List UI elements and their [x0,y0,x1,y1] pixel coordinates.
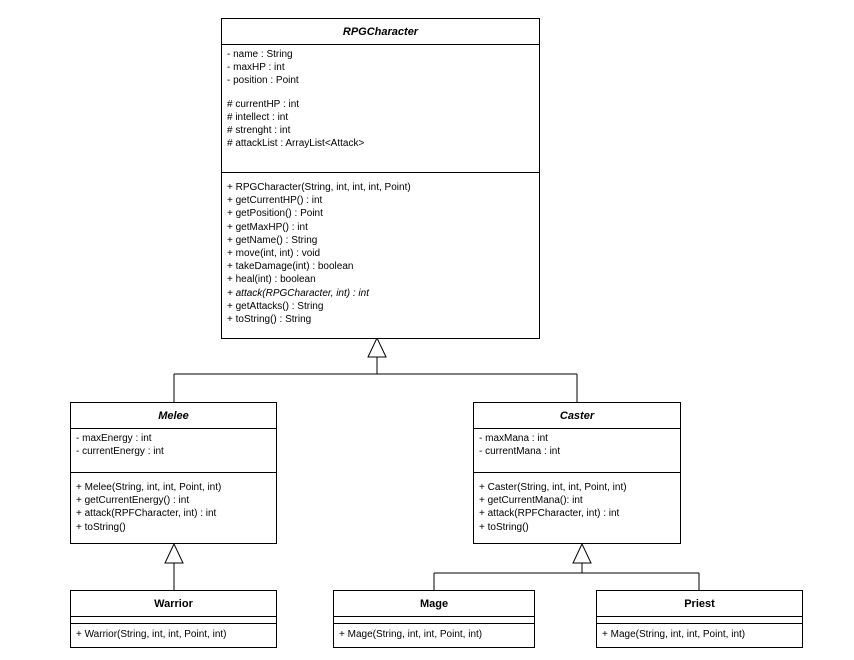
class-name-rpgcharacter: RPGCharacter [222,19,539,45]
melee-generalization-arrowhead [164,542,184,564]
caster-methods: + Caster(String, int, int, Point, int) +… [474,473,680,537]
attribute: # attackList : ArrayList<Attack> [227,138,365,150]
method: + getCurrentHP() : int [227,195,323,207]
abstract-method: + attack(RPGCharacter, int) : int [227,287,369,299]
method: + heal(int) : boolean [227,274,316,286]
method: + takeDamage(int) : boolean [227,261,354,273]
method: + Warrior(String, int, int, Point, int) [76,629,227,640]
method: + toString() [479,521,529,533]
warrior-attributes [71,617,276,624]
method: + getCurrentEnergy() : int [76,495,190,507]
method: + move(int, int) : void [227,248,321,260]
attribute: - name : String [227,49,293,60]
class-name-priest: Priest [597,591,802,617]
attribute: # intellect : int [227,111,289,123]
priest-attributes [597,617,802,624]
attribute: # currentHP : int [227,98,300,110]
method: + attack(RPFCharacter, int) : int [76,508,217,520]
method: + getCurrentMana(): int [479,495,583,507]
method: + getAttacks() : String [227,300,324,312]
melee-attributes: - maxEnergy : int - currentEnergy : int [71,429,276,473]
melee-methods: + Melee(String, int, int, Point, int) + … [71,473,276,537]
attribute: - currentMana : int [479,446,561,458]
class-warrior[interactable]: Warrior + Warrior(String, int, int, Poin… [70,590,277,648]
class-caster[interactable]: Caster - maxMana : int - currentMana : i… [473,402,681,544]
class-name-warrior: Warrior [71,591,276,617]
priest-methods: + Mage(String, int, int, Point, int) [597,624,802,644]
caster-attributes: - maxMana : int - currentMana : int [474,429,680,473]
attribute: - maxMana : int [479,433,548,444]
method: + getPosition() : Point [227,208,323,220]
caster-generalization-arrowhead [572,542,592,564]
class-mage[interactable]: Mage + Mage(String, int, int, Point, int… [333,590,535,648]
method: + Melee(String, int, int, Point, int) [76,482,222,493]
mage-attributes [334,617,534,624]
mage-methods: + Mage(String, int, int, Point, int) [334,624,534,644]
class-rpgcharacter[interactable]: RPGCharacter - name : String - maxHP : i… [221,18,540,339]
class-name-caster: Caster [474,403,680,429]
attribute: - maxHP : int [227,62,285,74]
rpgcharacter-attributes: - name : String - maxHP : int - position… [222,45,539,173]
class-melee[interactable]: Melee - maxEnergy : int - currentEnergy … [70,402,277,544]
attribute: # strenght : int [227,125,291,137]
attribute: - position : Point [227,75,299,87]
attribute: - currentEnergy : int [76,446,164,458]
method: + toString() [76,521,126,533]
method: + toString() : String [227,314,312,326]
class-name-mage: Mage [334,591,534,617]
rpgcharacter-methods: + RPGCharacter(String, int, int, int, Po… [222,173,539,329]
method: + getMaxHP() : int [227,221,308,233]
method: + Caster(String, int, int, Point, int) [479,482,627,493]
method: + RPGCharacter(String, int, int, int, Po… [227,182,411,193]
class-name-melee: Melee [71,403,276,429]
attribute: - maxEnergy : int [76,433,152,444]
method: + Mage(String, int, int, Point, int) [602,629,746,640]
rpg-generalization-arrowhead [367,336,387,358]
method: + Mage(String, int, int, Point, int) [339,629,483,640]
class-priest[interactable]: Priest + Mage(String, int, int, Point, i… [596,590,803,648]
method: + getName() : String [227,234,318,246]
warrior-methods: + Warrior(String, int, int, Point, int) [71,624,276,644]
method: + attack(RPFCharacter, int) : int [479,508,620,520]
